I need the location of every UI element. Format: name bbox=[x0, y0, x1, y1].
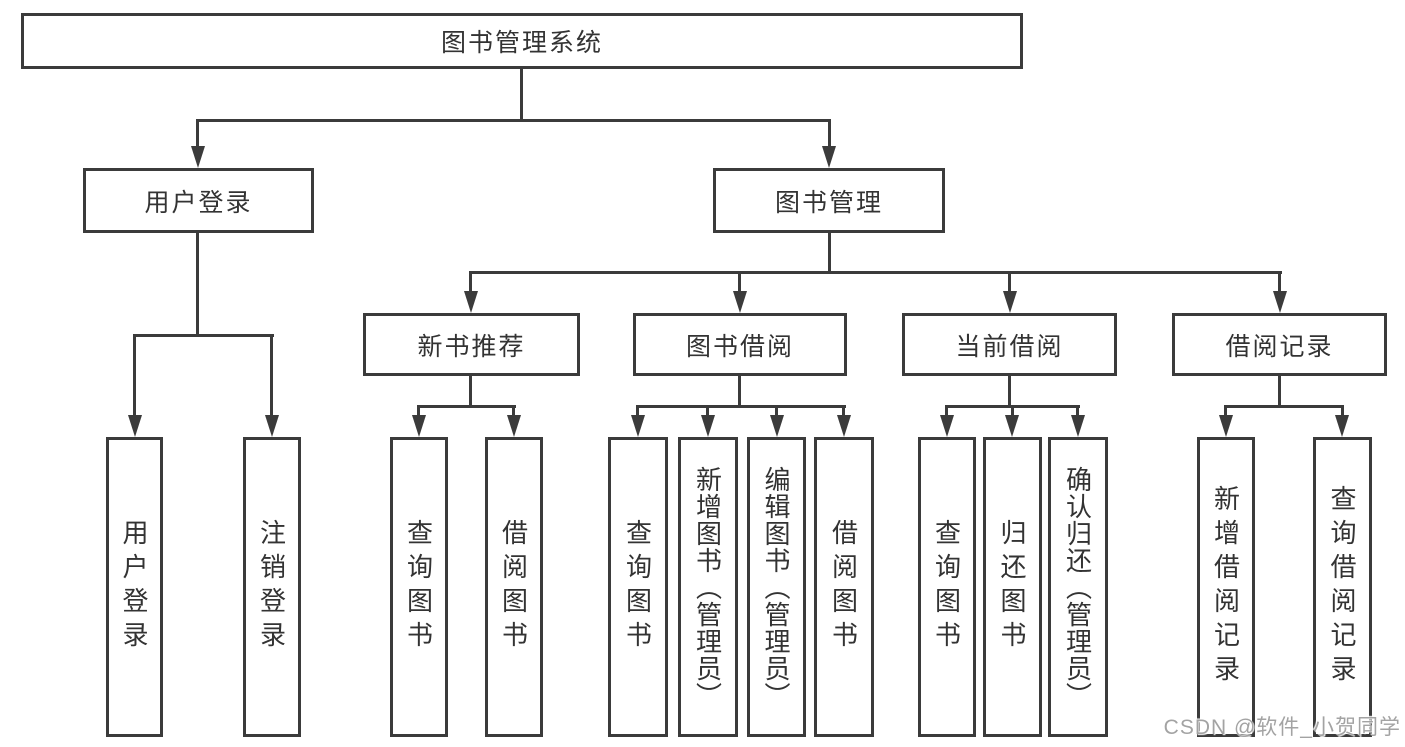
arrowhead-borrow-records bbox=[1273, 291, 1287, 313]
connector-new-book-hline bbox=[418, 405, 516, 408]
arrowhead-book-management bbox=[822, 146, 836, 168]
leaf-bb-borrow-books: 借阅图书 bbox=[814, 437, 874, 737]
node-root-label: 图书管理系统 bbox=[440, 29, 603, 57]
connector-stem-cb-return bbox=[1011, 405, 1014, 417]
leaf-bb-edit-books-admin-label: 编辑图书（管理员） bbox=[761, 465, 791, 709]
connector-stem-logout bbox=[270, 334, 273, 416]
connector-stem-book-borrow bbox=[738, 271, 741, 293]
arrowhead-br-add bbox=[1219, 415, 1233, 437]
arrowhead-book-borrow bbox=[733, 291, 747, 313]
connector-level2-hline bbox=[196, 119, 831, 122]
leaf-nb-borrow-books-label: 借阅图书 bbox=[498, 519, 529, 655]
arrowhead-logout bbox=[265, 415, 279, 437]
connector-new-book-trunk bbox=[469, 376, 472, 408]
connector-book-management-trunk bbox=[828, 233, 831, 274]
connector-stem-cb-query bbox=[945, 405, 948, 417]
arrowhead-bb-edit bbox=[770, 415, 784, 437]
connector-stem-new-book bbox=[469, 271, 472, 293]
connector-stem-login bbox=[133, 334, 136, 416]
arrowhead-cb-confirm bbox=[1071, 415, 1085, 437]
leaf-cb-return-books: 归还图书 bbox=[983, 437, 1042, 737]
connector-book-borrow-hline bbox=[637, 405, 846, 408]
connector-current-borrow-trunk bbox=[1008, 376, 1011, 408]
arrowhead-bb-borrow bbox=[837, 415, 851, 437]
leaf-nb-query-books: 查询图书 bbox=[390, 437, 448, 737]
leaf-nb-query-books-label: 查询图书 bbox=[403, 519, 434, 655]
leaf-br-query-record-label: 查询借阅记录 bbox=[1327, 485, 1357, 689]
node-borrow-records: 借阅记录 bbox=[1172, 313, 1387, 376]
leaf-cb-confirm-return-admin: 确认归还（管理员） bbox=[1048, 437, 1108, 737]
node-book-borrow: 图书借阅 bbox=[633, 313, 847, 376]
connector-borrow-records-hline bbox=[1225, 405, 1344, 408]
arrowhead-user-login bbox=[191, 146, 205, 168]
leaf-user-login: 用户登录 bbox=[106, 437, 163, 737]
connector-stem-book-management bbox=[828, 119, 831, 147]
connector-stem-user-login bbox=[196, 119, 199, 147]
connector-stem-bb-borrow bbox=[842, 405, 845, 417]
leaf-br-add-record: 新增借阅记录 bbox=[1197, 437, 1255, 737]
connector-book-borrow-trunk bbox=[738, 376, 741, 408]
leaf-logout: 注销登录 bbox=[243, 437, 301, 737]
node-new-book-recommend-label: 新书推荐 bbox=[417, 332, 526, 361]
arrowhead-nb-borrow bbox=[507, 415, 521, 437]
arrowhead-bb-add bbox=[701, 415, 715, 437]
connector-stem-bb-edit bbox=[775, 405, 778, 417]
node-root: 图书管理系统 bbox=[21, 13, 1023, 69]
leaf-bb-query-books-label: 查询图书 bbox=[622, 519, 653, 655]
leaf-cb-return-books-label: 归还图书 bbox=[997, 519, 1027, 655]
connector-stem-bb-add bbox=[706, 405, 709, 417]
leaf-bb-edit-books-admin: 编辑图书（管理员） bbox=[747, 437, 806, 737]
connector-root-trunk bbox=[520, 69, 523, 121]
connector-stem-nb-query bbox=[417, 405, 420, 417]
arrowhead-bb-query bbox=[631, 415, 645, 437]
connector-stem-nb-borrow bbox=[512, 405, 515, 417]
connector-user-login-trunk bbox=[196, 233, 199, 337]
arrowhead-new-book bbox=[464, 291, 478, 313]
leaf-user-login-label: 用户登录 bbox=[119, 519, 149, 655]
arrowhead-cb-return bbox=[1005, 415, 1019, 437]
connector-user-login-hline bbox=[133, 334, 274, 337]
leaf-cb-query-books: 查询图书 bbox=[918, 437, 976, 737]
leaf-bb-borrow-books-label: 借阅图书 bbox=[828, 519, 859, 655]
leaf-br-query-record: 查询借阅记录 bbox=[1313, 437, 1372, 737]
leaf-cb-confirm-return-admin-label: 确认归还（管理员） bbox=[1062, 465, 1093, 709]
node-current-borrow: 当前借阅 bbox=[902, 313, 1117, 376]
connector-stem-br-add bbox=[1224, 405, 1227, 417]
node-book-management: 图书管理 bbox=[713, 168, 945, 233]
connector-stem-current-borrow bbox=[1008, 271, 1011, 293]
node-borrow-records-label: 借阅记录 bbox=[1225, 332, 1334, 361]
leaf-bb-add-books-admin-label: 新增图书（管理员） bbox=[692, 465, 723, 709]
connector-borrow-records-trunk bbox=[1278, 376, 1281, 408]
arrowhead-current-borrow bbox=[1003, 291, 1017, 313]
leaf-bb-query-books: 查询图书 bbox=[608, 437, 668, 737]
leaf-cb-query-books-label: 查询图书 bbox=[931, 519, 962, 655]
connector-stem-borrow-records bbox=[1278, 271, 1281, 293]
leaf-br-add-record-label: 新增借阅记录 bbox=[1210, 485, 1241, 689]
connector-level3-hline bbox=[470, 271, 1282, 274]
node-book-borrow-label: 图书借阅 bbox=[685, 332, 794, 361]
connector-stem-cb-confirm bbox=[1076, 405, 1079, 417]
node-user-login: 用户登录 bbox=[83, 168, 314, 233]
leaf-logout-label: 注销登录 bbox=[256, 519, 287, 655]
arrowhead-nb-query bbox=[412, 415, 426, 437]
arrowhead-cb-query bbox=[940, 415, 954, 437]
connector-stem-br-query bbox=[1341, 405, 1344, 417]
node-user-login-label: 用户登录 bbox=[144, 188, 253, 217]
connector-stem-bb-query bbox=[636, 405, 639, 417]
leaf-nb-borrow-books: 借阅图书 bbox=[485, 437, 543, 737]
node-book-management-label: 图书管理 bbox=[774, 188, 883, 217]
node-new-book-recommend: 新书推荐 bbox=[363, 313, 580, 376]
node-current-borrow-label: 当前借阅 bbox=[955, 332, 1064, 361]
leaf-bb-add-books-admin: 新增图书（管理员） bbox=[678, 437, 738, 737]
arrowhead-br-query bbox=[1335, 415, 1349, 437]
csdn-watermark: CSDN @软件_小贺同学 bbox=[1163, 716, 1401, 739]
arrowhead-login bbox=[128, 415, 142, 437]
